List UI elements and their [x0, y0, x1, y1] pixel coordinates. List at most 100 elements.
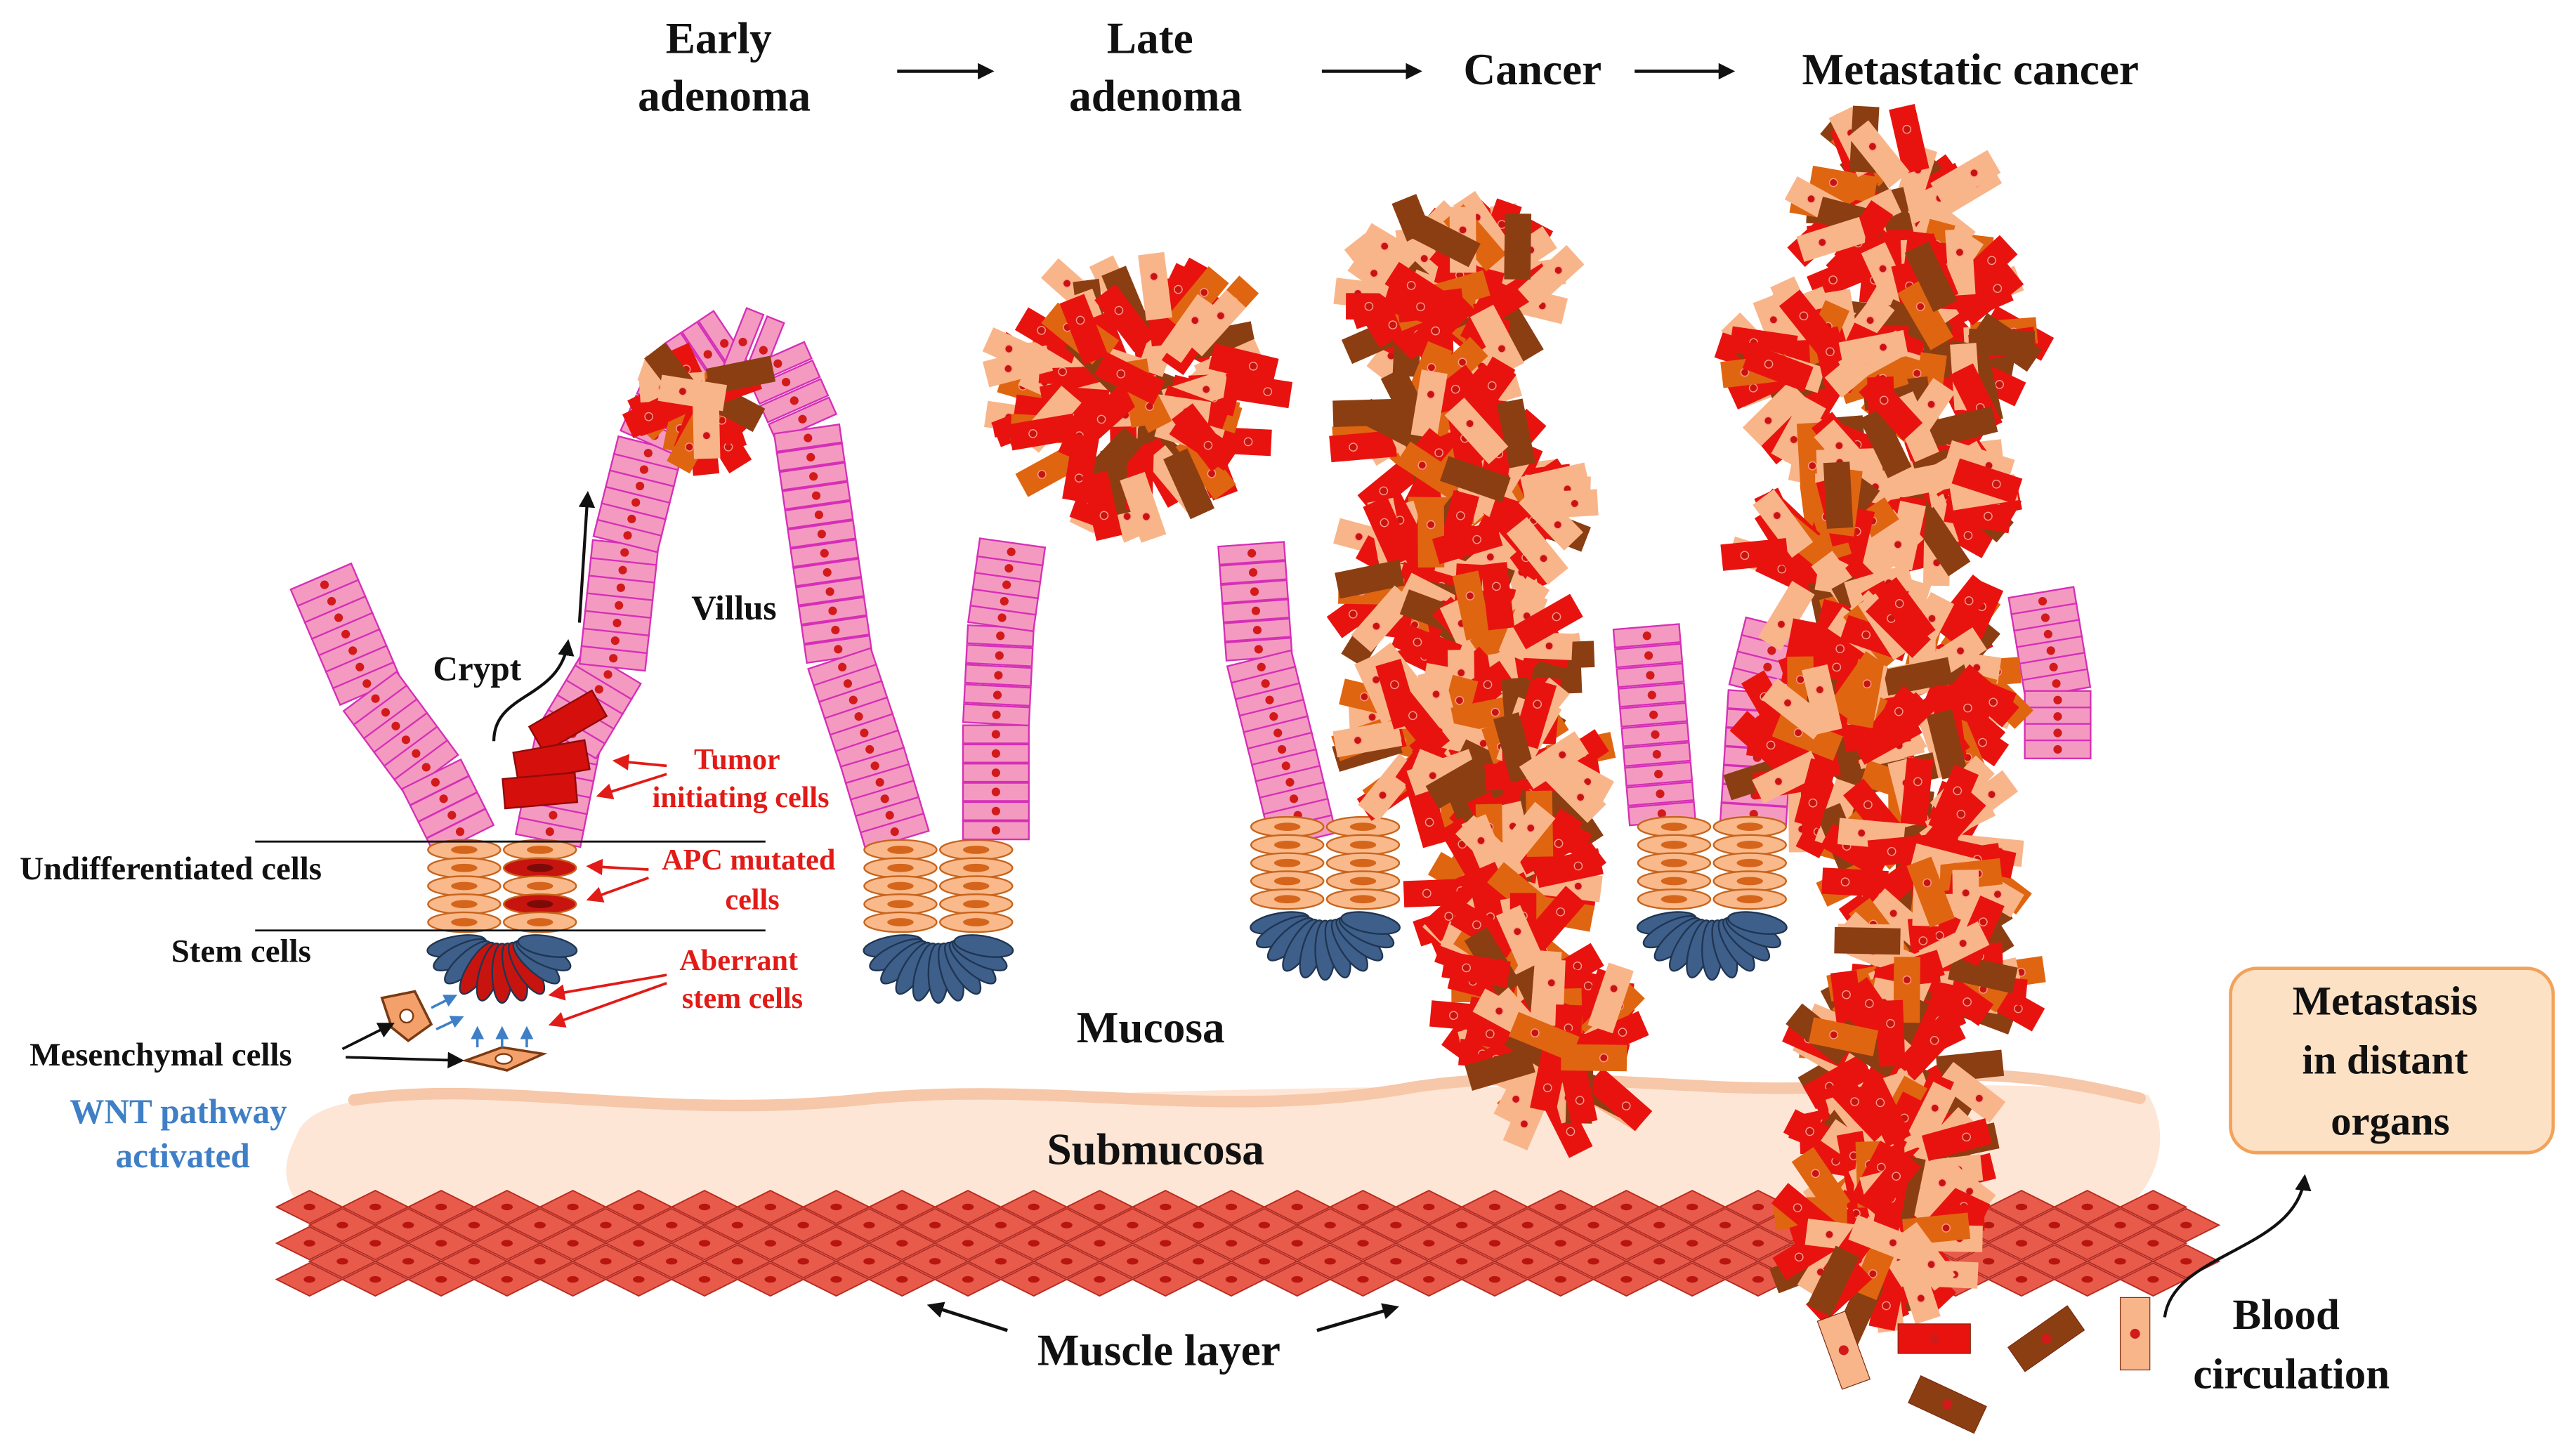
muscle-cell-nucleus — [1554, 1203, 1566, 1211]
cell-nucleus — [631, 498, 641, 507]
stem-cells-label: Stem cells — [171, 933, 311, 969]
cell-nucleus — [1599, 1053, 1609, 1063]
muscle-cell-nucleus — [567, 1275, 579, 1283]
epithelial-cell — [2024, 739, 2092, 760]
cell-body — [1014, 307, 1085, 364]
tumor-initiating-cell — [528, 689, 608, 754]
undifferentiated-cell — [502, 839, 577, 861]
cell-nucleus — [1277, 745, 1287, 754]
stem-cell — [953, 934, 1014, 958]
tumor-cell — [1081, 471, 1122, 542]
muscle-cell-nucleus — [435, 1275, 447, 1283]
muscle-cell-nucleus — [1291, 1240, 1303, 1247]
cell-nucleus — [2046, 646, 2055, 655]
cell-body — [1358, 223, 1429, 280]
cell-body — [982, 345, 1054, 388]
cell-nucleus — [1248, 568, 1258, 577]
muscle-cell-nucleus — [2147, 1275, 2159, 1283]
cell-nucleus — [885, 811, 894, 820]
muscle-cell — [2118, 1226, 2188, 1261]
muscle-cell-nucleus — [1752, 1275, 1764, 1283]
muscle-cell-nucleus — [2180, 1221, 2192, 1228]
mucosa-label: Mucosa — [1077, 1003, 1225, 1052]
cell-nucleus — [1201, 385, 1211, 394]
muscle-cell-nucleus — [1028, 1240, 1040, 1247]
tumor-initiating-label: Tumor initiating cells — [653, 743, 830, 814]
undifferentiated-cell — [502, 893, 577, 915]
cell-nucleus — [1199, 288, 1209, 297]
cell-nucleus — [2040, 613, 2050, 622]
cell-nucleus — [1349, 895, 1377, 904]
undifferentiated-cell — [502, 857, 577, 879]
cell-nucleus — [887, 918, 914, 926]
cell-nucleus — [401, 735, 410, 745]
cell-nucleus — [1058, 367, 1068, 376]
epithelial-cell — [1219, 560, 1288, 585]
tumor-cell — [1834, 926, 1901, 955]
epithelial-cell — [775, 442, 846, 472]
cell-body — [953, 934, 1014, 958]
cell-nucleus — [993, 690, 1002, 700]
cell-nucleus — [1573, 881, 1583, 891]
muscle-cell-nucleus — [2015, 1275, 2028, 1283]
cell-nucleus — [1545, 641, 1554, 650]
epithelial-cell — [962, 782, 1030, 802]
cell-nucleus — [1918, 936, 1928, 945]
muscle-cell-nucleus — [501, 1240, 513, 1247]
cell-nucleus — [2043, 629, 2052, 639]
muscle-cell-nucleus — [435, 1240, 447, 1247]
muscle-cell-nucleus — [501, 1275, 513, 1283]
muscle-cell — [2151, 1207, 2221, 1242]
cell-nucleus — [1426, 520, 1436, 530]
epithelial-cell — [800, 615, 870, 645]
circulating-tumor-cell — [1908, 1375, 1987, 1434]
muscle-cell-nucleus — [1653, 1258, 1665, 1265]
muscle-cell-nucleus — [1488, 1203, 1501, 1211]
cell-nucleus — [1388, 320, 1398, 329]
undifferentiated-cell — [939, 857, 1014, 879]
muscle-cell-nucleus — [600, 1221, 612, 1228]
muscle-cell — [1526, 1190, 1595, 1224]
cell-nucleus — [843, 679, 853, 688]
cell-nucleus — [1840, 877, 1850, 886]
muscle-cell-nucleus — [600, 1258, 612, 1265]
cell-nucleus — [880, 794, 889, 804]
cell-nucleus — [991, 826, 1000, 835]
cell-nucleus — [834, 645, 843, 654]
late-crypt-left — [962, 537, 1047, 841]
stem-cell — [1340, 911, 1401, 935]
blood-circulation-label: Blood circulation — [2193, 1292, 2390, 1398]
cell-nucleus — [355, 662, 365, 671]
cell-nucleus — [439, 794, 448, 804]
muscle-cell-nucleus — [501, 1203, 513, 1211]
muscle-cell — [2052, 1190, 2122, 1224]
cell-nucleus — [594, 685, 603, 694]
muscle-cell-nucleus — [1719, 1258, 1731, 1265]
cell-nucleus — [1492, 582, 1501, 591]
muscle-cell-nucleus — [1357, 1240, 1369, 1247]
muscle-cell-nucleus — [1752, 1203, 1764, 1211]
cell-nucleus — [1368, 712, 1377, 722]
cell-nucleus — [341, 629, 351, 639]
cell-nucleus — [1736, 822, 1763, 831]
cell-nucleus — [825, 587, 834, 596]
circulating-tumor-cell — [2007, 1305, 2085, 1372]
epithelial-cell — [976, 537, 1047, 567]
villus-label: Villus — [691, 589, 776, 627]
cell-nucleus — [773, 359, 782, 368]
muscle-cell-nucleus — [2081, 1275, 2093, 1283]
undifferentiated-cell — [427, 857, 502, 879]
cell-nucleus — [327, 596, 336, 606]
muscle-cell-nucleus — [2180, 1258, 2192, 1265]
muscle-cell-nucleus — [698, 1203, 711, 1211]
epithelial-cell — [966, 624, 1035, 648]
muscle-cell-nucleus — [1192, 1221, 1205, 1228]
cell-body — [1075, 381, 1142, 445]
undifferentiated-cell — [1250, 870, 1325, 892]
cell-nucleus — [526, 900, 553, 909]
late-adenoma-tumor — [982, 251, 1293, 543]
cell-nucleus — [887, 863, 914, 872]
cell-nucleus — [1644, 651, 1653, 660]
epithelial-cell — [787, 519, 857, 549]
